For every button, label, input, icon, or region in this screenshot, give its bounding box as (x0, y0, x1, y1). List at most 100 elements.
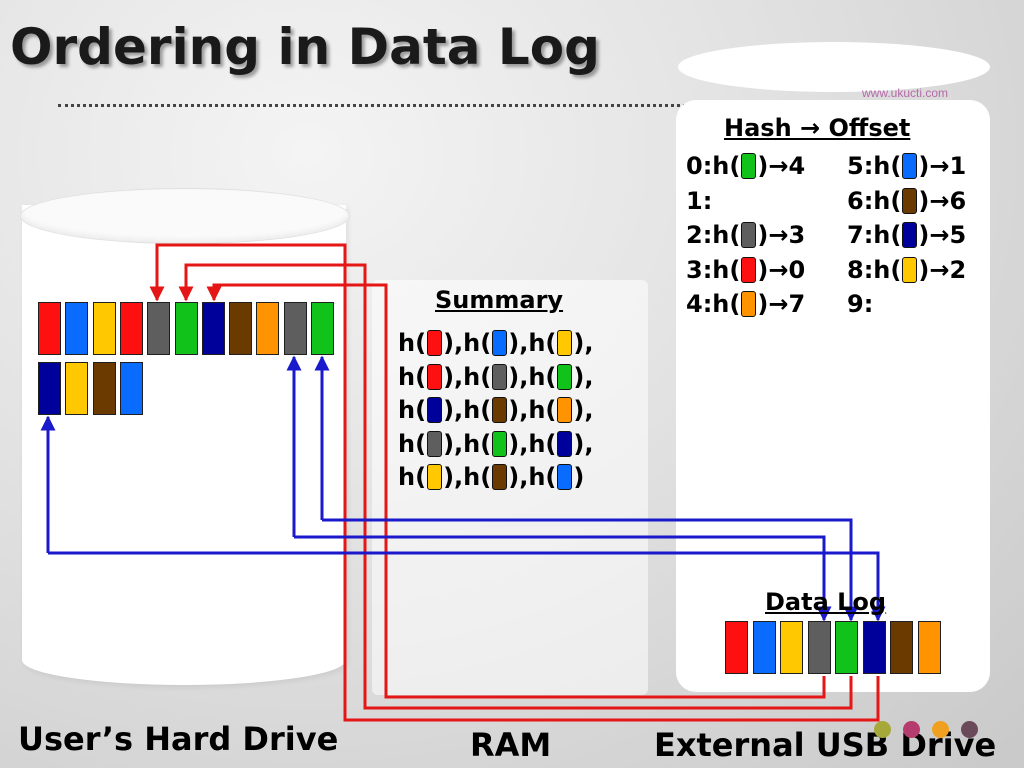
summary-fn-close: ) (443, 329, 455, 357)
summary-fn-close: ) (573, 396, 585, 424)
summary-color-swatch (492, 330, 508, 356)
hard-drive-block (38, 362, 61, 415)
summary-fn-open: h( (398, 463, 427, 491)
summary-fn-close: ) (573, 463, 585, 491)
summary-line: h(), h(), h(), (398, 428, 593, 460)
summary-hash: h() (463, 463, 519, 491)
summary-color-swatch (427, 363, 443, 390)
ram-label: RAM (470, 726, 552, 764)
watermark-text: www.ukucti.com (862, 86, 949, 100)
hard-drive-block (174, 302, 198, 355)
summary-fn-close: ) (508, 463, 520, 491)
data-log-block (780, 621, 803, 674)
red-arrow-gray-to-drive (206, 283, 826, 699)
summary-line: h(), h(), h() (398, 461, 584, 493)
summary-separator: , (519, 463, 529, 491)
summary-fn-close: ) (443, 429, 455, 458)
red-arrow-green-to-drive (178, 263, 853, 710)
hash-fn-close: )→ (757, 255, 789, 284)
hash-fn-open: h( (712, 152, 741, 180)
hash-index: 3: (686, 255, 713, 284)
footer-dot (961, 721, 978, 738)
data-log-block (752, 621, 776, 674)
hash-index: 1: (686, 186, 713, 215)
summary-color-swatch (492, 363, 508, 390)
summary-color-swatch (492, 464, 508, 490)
hash-offset: 4 (788, 152, 806, 180)
hash-fn-open: h( (873, 255, 902, 284)
hash-index: 5: (847, 152, 874, 180)
footer-dot (903, 721, 920, 738)
summary-fn-open: h( (528, 362, 557, 391)
hash-color-swatch (741, 222, 757, 248)
summary-color-swatch (427, 397, 443, 423)
hard-drive-block (119, 362, 143, 415)
hash-entry: 5:h()→1 (847, 150, 966, 182)
summary-fn-close: ) (508, 396, 520, 424)
hash-fn-open: h( (873, 186, 902, 215)
hash-color-swatch (902, 153, 918, 179)
summary-separator: , (454, 362, 464, 391)
hard-drive-block (229, 302, 253, 355)
summary-separator: , (584, 429, 594, 458)
summary-fn-open: h( (398, 396, 427, 424)
data-log-heading: Data Log (765, 588, 887, 616)
hash-entry: 3:h()→0 (686, 254, 805, 286)
summary-fn-open: h( (463, 396, 492, 424)
summary-heading: Summary (435, 286, 564, 314)
summary-hash: h() (398, 396, 454, 424)
summary-separator: , (519, 429, 529, 458)
hard-drive-block (92, 302, 116, 355)
hash-fn-open: h( (712, 255, 741, 284)
hash-entry: 8:h()→2 (847, 254, 966, 286)
hash-index: 0: (686, 152, 713, 180)
hash-offset: 1 (949, 152, 967, 180)
summary-fn-open: h( (528, 396, 557, 424)
summary-hash: h() (528, 430, 584, 458)
summary-hash: h() (528, 396, 584, 424)
hash-index: 8: (847, 255, 874, 284)
summary-color-swatch (492, 397, 508, 423)
summary-separator: , (584, 396, 594, 424)
hash-fn-close: )→ (757, 290, 789, 318)
hash-color-swatch (902, 187, 918, 214)
summary-separator: , (454, 396, 464, 424)
hash-color-swatch (741, 153, 757, 179)
summary-color-swatch (492, 430, 508, 457)
hash-index: 4: (686, 290, 713, 318)
hash-table-heading: Hash → Offset (724, 114, 911, 142)
hard-drive-block (256, 302, 280, 355)
hash-entry: 9: (847, 288, 873, 320)
summary-fn-open: h( (463, 429, 492, 458)
summary-fn-close: ) (508, 329, 520, 357)
summary-color-swatch (427, 464, 443, 490)
summary-hash: h() (463, 430, 519, 458)
data-log-block (917, 621, 941, 674)
hard-drive-block (147, 302, 171, 355)
data-log-block (725, 621, 748, 674)
summary-separator: , (454, 329, 464, 357)
summary-separator: , (454, 463, 464, 491)
summary-hash: h() (528, 463, 584, 491)
hash-color-swatch (902, 256, 918, 283)
footer-dot (932, 721, 949, 738)
summary-color-swatch (427, 330, 443, 356)
hash-entry: 4:h()→7 (686, 288, 805, 320)
summary-fn-close: ) (443, 362, 455, 391)
blue-arrow-to-log-gray (294, 535, 832, 622)
hash-fn-open: h( (712, 221, 741, 249)
summary-separator: , (454, 429, 464, 458)
hash-fn-close: )→ (918, 221, 950, 249)
summary-separator: , (519, 362, 529, 391)
hard-drive-block (311, 302, 334, 355)
summary-fn-close: ) (443, 463, 455, 491)
blue-arrow-to-log-green (322, 518, 859, 622)
hash-fn-close: )→ (918, 186, 950, 215)
data-log-block (890, 621, 913, 674)
hash-color-swatch (741, 291, 757, 317)
summary-fn-close: ) (443, 396, 455, 424)
blue-arrow-to-log-navy (48, 551, 886, 622)
hash-index: 2: (686, 221, 713, 249)
summary-hash: h() (463, 363, 519, 391)
